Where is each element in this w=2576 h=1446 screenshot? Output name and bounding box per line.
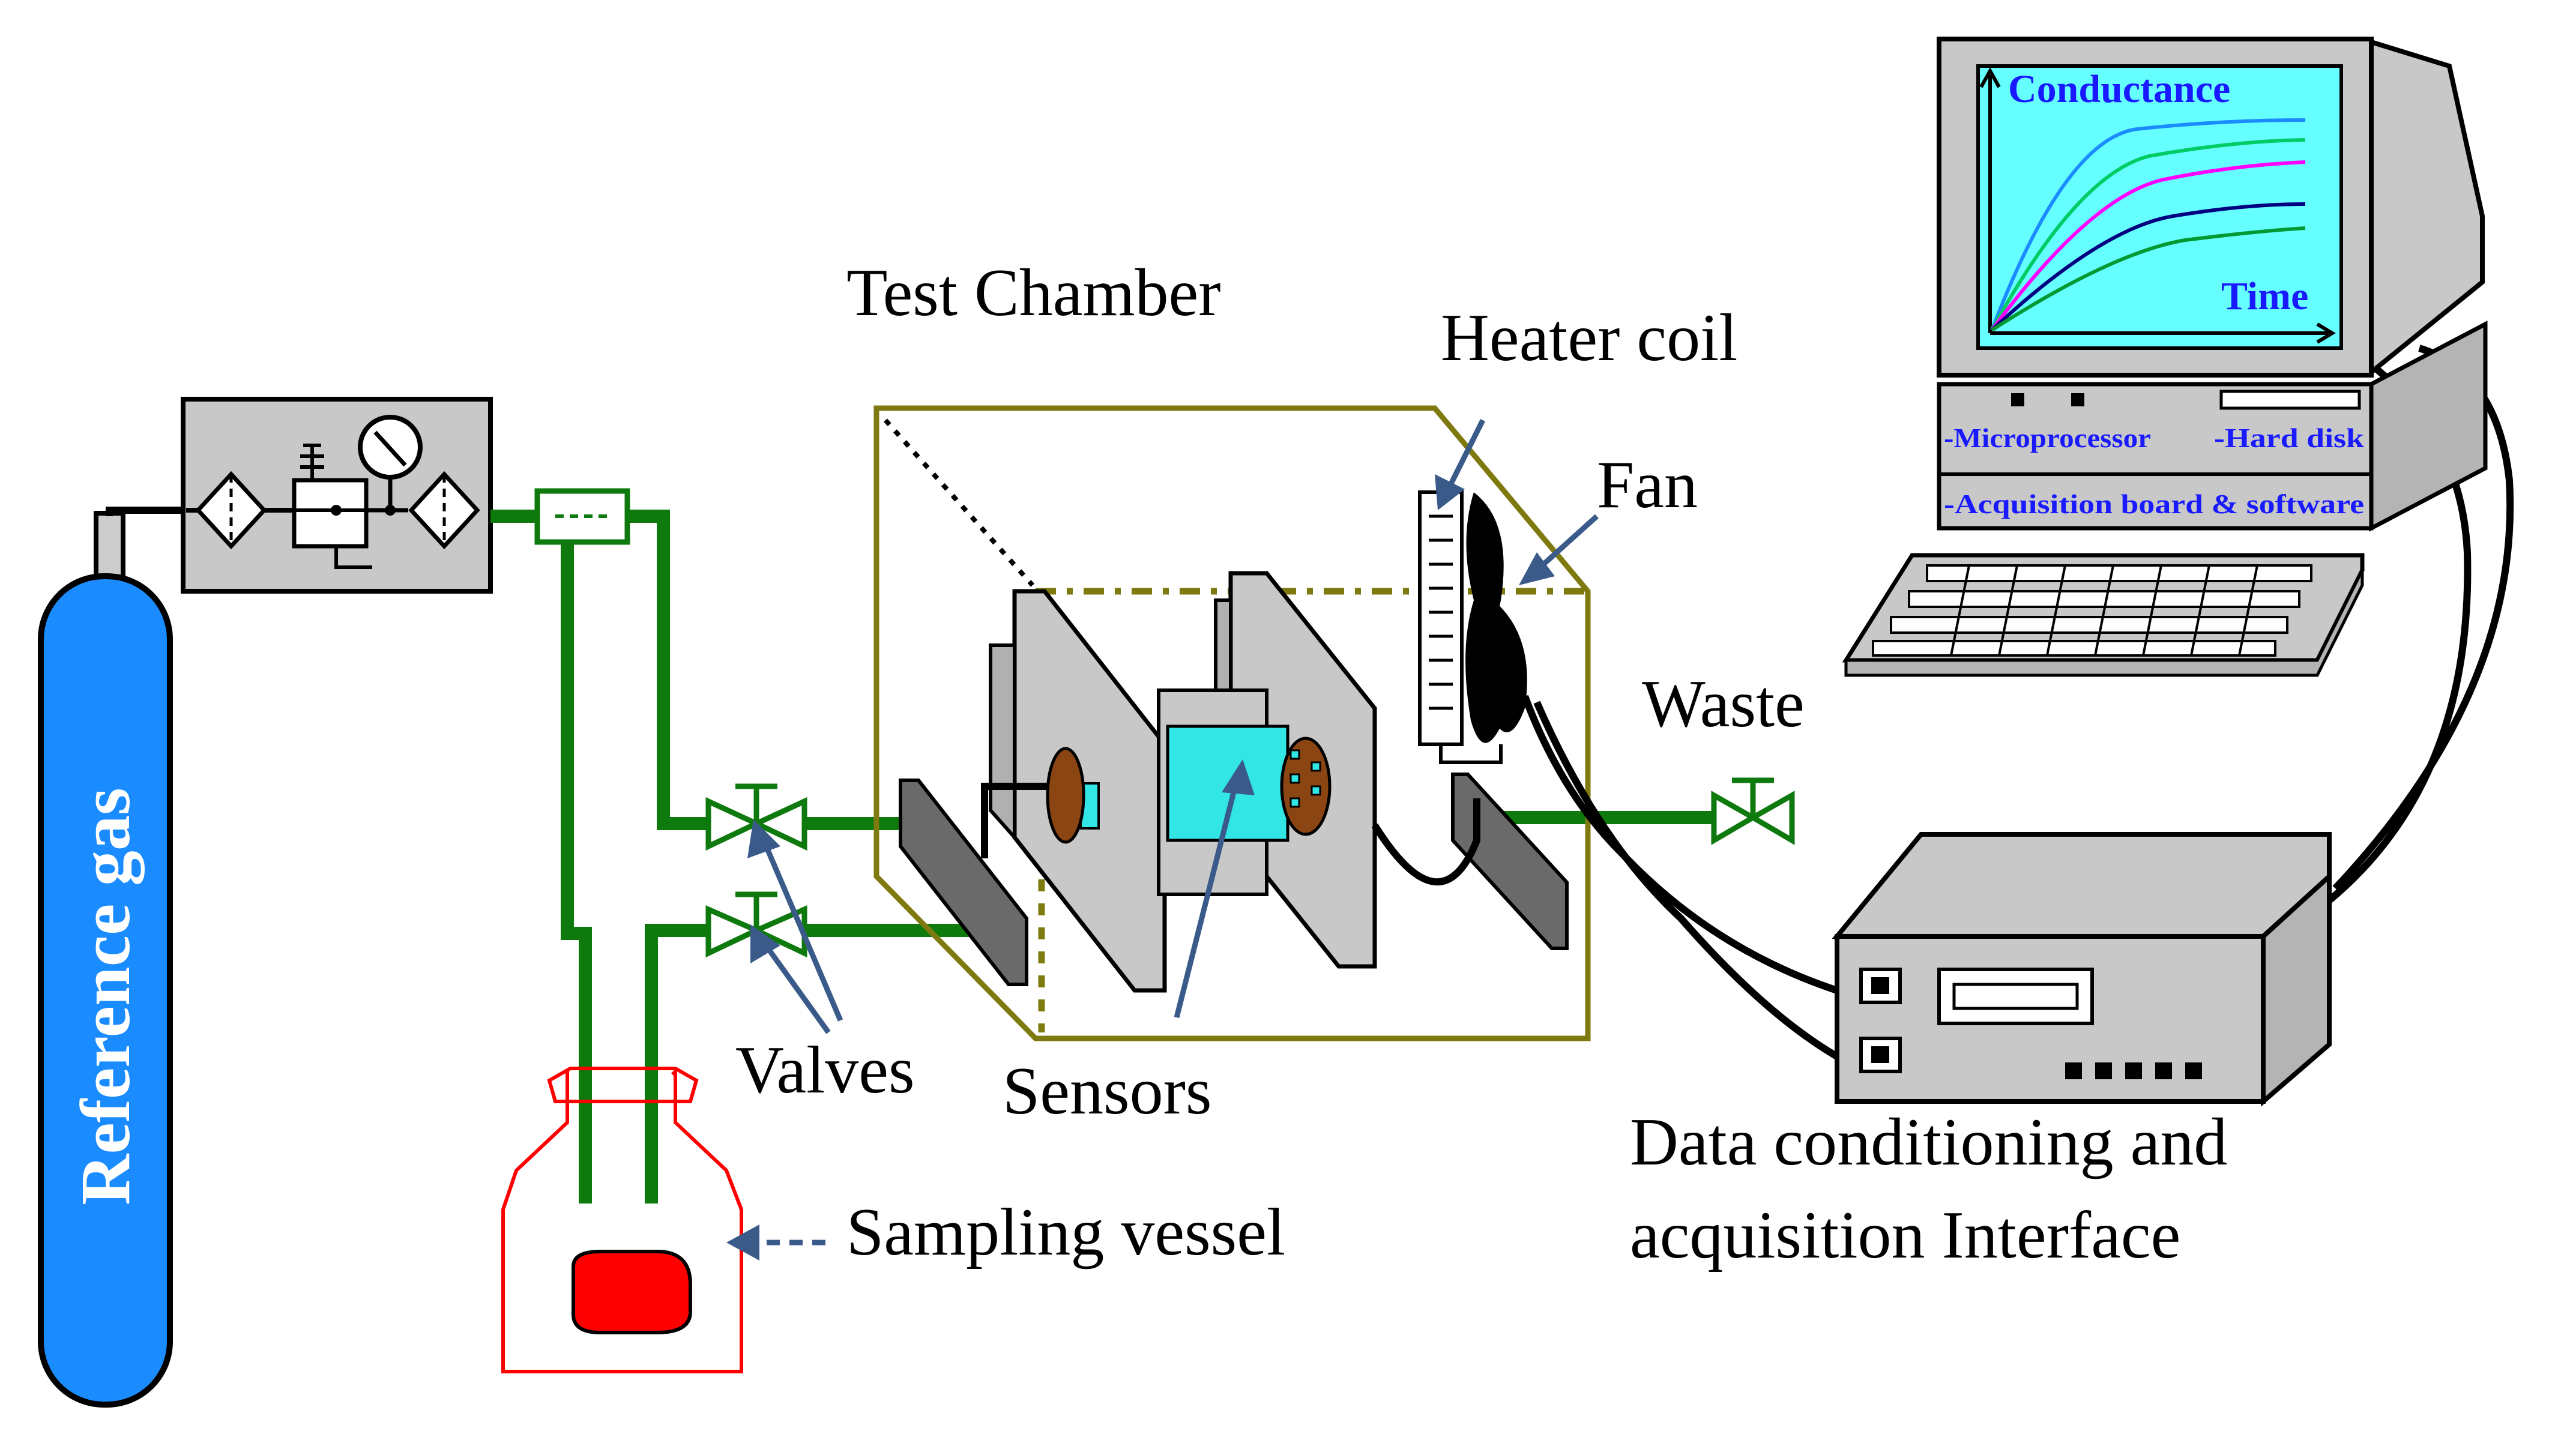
curve-1: [1990, 118, 2306, 331]
sensor-element-right: [1280, 737, 1332, 836]
cylinder-valve-neck: [94, 511, 125, 582]
curve-3: [1990, 160, 2306, 331]
heater-coil-windings: [1429, 514, 1453, 710]
valve-upper: [705, 783, 807, 851]
daq-display: [1937, 968, 2094, 1025]
outlet-plate: [1451, 773, 1569, 950]
cylinder-body: [38, 573, 173, 1408]
curve-2: [1990, 138, 2306, 331]
label-sensors: Sensors: [1003, 1054, 1211, 1128]
arrow-heater-coil: [1444, 418, 1486, 494]
spring-symbol: [300, 444, 324, 480]
system-unit-front: [1937, 382, 2374, 531]
label-heater-coil: Heater coil: [1441, 301, 1737, 375]
sensor-wire-left: [981, 783, 1048, 858]
label-fan: Fan: [1597, 448, 1698, 522]
vessel-cap: [547, 1067, 699, 1103]
screen-conductance-label: Conductance: [2008, 67, 2230, 111]
label-daq-line2: acquisition Interface: [1630, 1198, 2180, 1273]
case-microprocessor-label: -Microprocessor: [1944, 423, 2151, 453]
daq-buttons: [2065, 1062, 2202, 1079]
heater-coil: [1418, 490, 1464, 746]
pipe-to-upper-valve: [621, 510, 708, 830]
sensor-element-left: [1046, 747, 1085, 844]
reference-gas-label: Reference gas: [66, 788, 145, 1205]
keyboard-keys: [1872, 564, 2312, 657]
label-waste: Waste: [1642, 667, 1805, 741]
fan-blade-lower: [1485, 594, 1527, 732]
label-daq-line1: Data conditioning and: [1630, 1105, 2227, 1179]
disk-slot: [2219, 390, 2361, 410]
regulator-symbol: [292, 478, 369, 549]
reference-gas-cylinder: Reference gas: [38, 511, 173, 1408]
inlet-plate: [899, 779, 1028, 986]
screen-time-label: Time: [2221, 274, 2308, 318]
arrow-valve-lower: [757, 935, 831, 1034]
label-valves: Valves: [735, 1033, 915, 1107]
pressure-regulator-unit: [181, 397, 493, 594]
sensor-wire-right: [1371, 798, 1480, 886]
keyboard-key-dividers: [1950, 565, 2258, 656]
tee-fitting: [534, 488, 630, 545]
daq-interface-box: [1832, 832, 2332, 1107]
curve-4: [1990, 202, 2306, 332]
case-acquisition-label: -Acquisition board & software: [1944, 489, 2364, 519]
arrow-sensors: [1174, 779, 1240, 1019]
label-test-chamber: Test Chamber: [846, 256, 1221, 330]
curve-5: [1991, 226, 2306, 332]
sampling-vessel: [501, 1067, 743, 1373]
cable-chamber-daq-2: [1533, 700, 1839, 1060]
drive-led-2: [2071, 393, 2084, 406]
arrow-valve-upper: [759, 836, 843, 1022]
screen-x-axis: [1990, 322, 2336, 344]
label-sampling-vessel: Sampling vessel: [846, 1195, 1285, 1270]
daq-top: [1832, 832, 2332, 939]
pointer-arrows: [753, 418, 1599, 1246]
case-hard-disk-label: -Hard disk: [2214, 423, 2364, 453]
computer: Conductance Time -Microprocessor -Hard d…: [1842, 37, 2488, 677]
drive-led-1: [2011, 393, 2024, 406]
chamber-outline: [873, 405, 1591, 1041]
pipe-vessel-outlet: [645, 924, 708, 1203]
monitor-back: [2369, 38, 2485, 378]
arrow-fan: [1534, 514, 1599, 573]
valve-waste: [1711, 777, 1795, 845]
sample-material: [572, 1250, 692, 1334]
cylinder-outlet-line: [106, 507, 186, 516]
vessel-outline: [501, 1067, 743, 1373]
chamber-depth-edge: [884, 418, 1034, 587]
test-chamber: [873, 405, 1591, 1041]
screen-curves: [1990, 118, 2306, 332]
screen-y-axis: [1979, 67, 2001, 333]
pointer-arrowheads: [726, 474, 1555, 1261]
